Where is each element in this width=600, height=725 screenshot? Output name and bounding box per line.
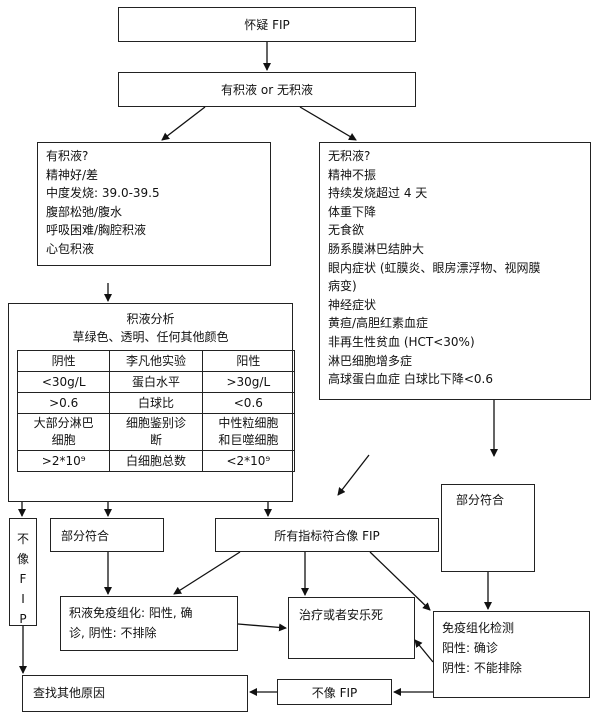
wet-symptom-line: 心包积液 [46,241,95,256]
not-fip-char-line: F [19,572,27,586]
dry-symptom-line: 神经症状 [328,297,377,312]
treatment-label: 治疗或者安乐死 [299,608,384,622]
partial-left-node: 部分符合 [50,518,164,552]
arrow-all-effusion-ihc [173,551,241,595]
analysis-cell: <30g/L [16,371,111,393]
analysis-cell: 李凡他实验 [109,350,203,372]
analysis-cell: >0.6 [16,392,111,414]
dry-symptom-line: 非再生性贫血 (HCT<30%) [328,334,475,349]
dry-symptoms-node: 无积液? 精神不振持续发烧超过 4 天体重下降无食欲肠系膜淋巴结肿大眼内症状 (虹… [319,142,591,400]
analysis-cell: 阳性 [201,350,296,372]
analysis-cell: >30g/L [201,371,296,393]
not-fip-char-line: 像 [16,552,29,566]
dry-symptom-line: 淋巴细胞增多症 [328,353,413,368]
analysis-cell: 阴性 [16,350,111,372]
dry-symptom-line: 持续发烧超过 4 天 [328,186,428,201]
dry-symptom-line: 眼内症状 (虹膜炎、眼房漂浮物、视网膜 [328,260,541,275]
analysis-title: 积液分析 [126,312,175,326]
not-fip-char-line: P [19,612,27,626]
wet-symptom-line: 有积液? [46,149,89,163]
ihc-test-node: 免疫组化检测阳性: 确诊阴性: 不能排除 [433,611,590,698]
other-causes-label: 查找其他原因 [33,686,106,700]
not-fip-label: 不像 FIP [311,685,358,700]
not-fip-node: 不像 FIP [277,679,392,705]
analysis-cell: 中性粒细胞 和巨噬细胞 [201,413,296,451]
wet-symptom-line: 精神好/差 [46,167,99,182]
arrow-question-wet [161,106,206,141]
not-fip-char-line: 不 [16,532,29,546]
partial-right-label: 部分符合 [456,493,505,507]
not-fip-char-line: I [21,592,25,606]
effusion-ihc-node: 积液免疫组化: 阳性, 确诊, 阴性: 不排除 [60,596,238,651]
question-node: 有积液 or 无积液 [118,72,416,107]
dry-symptom-line: 体重下降 [328,204,377,219]
dry-symptom-line: 高球蛋白血症 白球比下降<0.6 [328,372,493,387]
analysis-cell: 细胞鉴别诊 断 [109,413,203,451]
analysis-cell: <0.6 [201,392,296,414]
analysis-cell: 大部分淋巴 细胞 [16,413,111,451]
dry-symptom-line: 无积液? [328,149,371,163]
treatment-node: 治疗或者安乐死 [288,597,415,659]
partial-left-label: 部分符合 [61,528,110,543]
dry-symptom-line: 精神不振 [328,167,377,182]
start-label: 怀疑 FIP [244,18,290,32]
analysis-cell: 白细胞总数 [109,450,203,472]
other-causes-node: 查找其他原因 [22,675,248,712]
analysis-row: 阴性李凡他实验阳性 [16,350,296,372]
dry-symptom-line: 肠系膜淋巴结肿大 [328,241,425,256]
dry-symptom-line: 黄疸/高胆红素血症 [328,316,429,331]
dry-symptom-line: 无食欲 [328,223,365,238]
dry-symptom-line: 病变) [328,279,357,294]
partial-right-node: 部分符合 [441,484,535,572]
question-label: 有积液 or 无积液 [221,83,313,97]
ihc-line: 阴性: 不能排除 [442,661,522,675]
ihc-line: 阳性: 确诊 [442,641,498,655]
wet-symptom-line: 腹部松弛/腹水 [46,204,123,219]
analysis-subtitle: 草绿色、透明、任何其他颜色 [72,330,229,344]
arrow-ihc-treatment [414,639,434,663]
effusion-ihc-line: 积液免疫组化: 阳性, 确 [69,606,193,620]
analysis-cell: 蛋白水平 [109,371,203,393]
wet-symptom-line: 中度发烧: 39.0-39.5 [46,186,160,201]
analysis-cell: 白球比 [109,392,203,414]
ihc-line: 免疫组化检测 [442,621,515,635]
wet-symptoms-node: 有积液? 精神好/差中度发烧: 39.0-39.5 腹部松弛/腹水呼吸困难/胸腔积液… [37,142,271,266]
start-node: 怀疑 FIP [118,7,416,42]
arrow-question-dry [299,106,357,141]
all-match-label: 所有指标符合像 FIP [274,528,380,543]
arrow-dry-all [337,454,370,496]
wet-symptom-line: 呼吸困难/胸腔积液 [46,223,147,238]
all-match-node: 所有指标符合像 FIP [215,518,439,552]
arrow-effusion-ihc-treatment [237,623,287,632]
effusion-ihc-line: 诊, 阴性: 不排除 [69,626,157,640]
analysis-cell: <2*10⁹ [201,450,296,472]
analysis-cell: >2*10⁹ [16,450,111,472]
analysis-row: 大部分淋巴 细胞细胞鉴别诊 断中性粒细胞 和巨噬细胞 [16,413,296,451]
